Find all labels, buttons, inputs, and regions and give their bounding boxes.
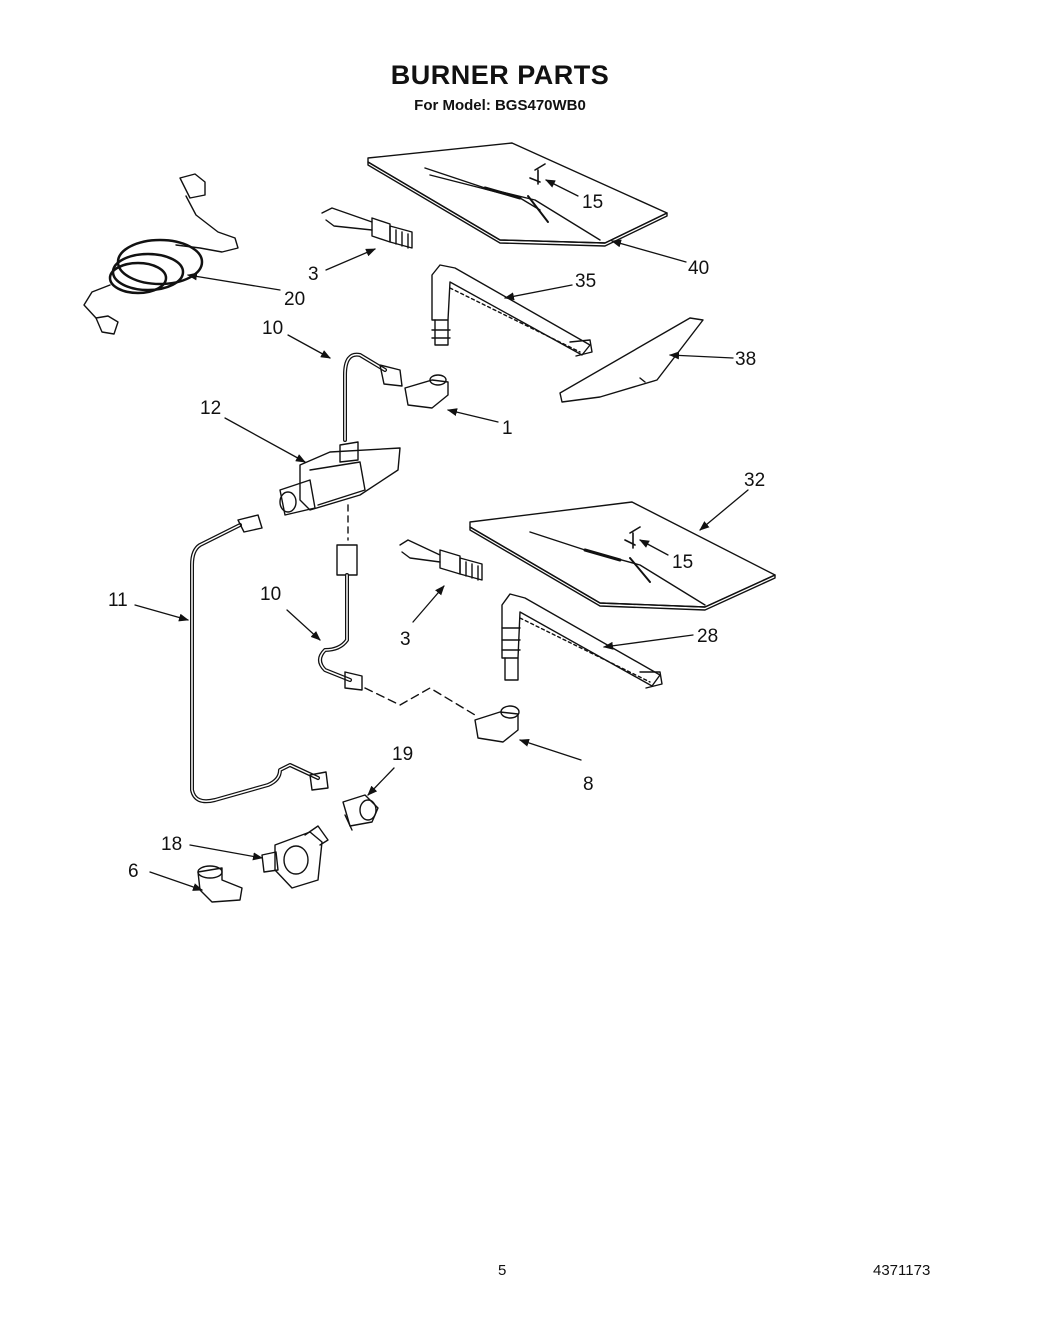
callout-6: 6	[128, 861, 139, 882]
page-number: 5	[498, 1262, 507, 1279]
pilot-tubing	[190, 514, 329, 804]
lower-gas-tubing	[318, 544, 363, 691]
callout-40: 40	[688, 258, 709, 279]
callout-12: 12	[200, 398, 221, 419]
power-cord	[83, 173, 239, 335]
model-subtitle: For Model: BGS470WB0	[414, 97, 586, 114]
callout-38: 38	[735, 349, 756, 370]
callout-leaders	[134, 179, 749, 891]
orifice-holder-upper	[404, 374, 449, 409]
upper-burner-tube	[431, 264, 593, 357]
callout-15-upper: 15	[582, 192, 603, 213]
igniter-lower	[399, 539, 483, 581]
callout-18: 18	[161, 834, 182, 855]
document-number: 4371173	[873, 1262, 931, 1279]
callout-35: 35	[575, 271, 596, 292]
bake-burner-shield	[469, 501, 776, 611]
orifice-holder-lower	[474, 705, 520, 743]
callout-1: 1	[502, 418, 513, 439]
broil-burner-shield	[367, 142, 668, 247]
callout-19: 19	[392, 744, 413, 765]
safety-valve	[279, 441, 401, 516]
pressure-regulator	[261, 825, 329, 889]
callout-10-lower: 10	[260, 584, 281, 605]
callout-3-lower: 3	[400, 629, 411, 650]
callout-10-upper: 10	[262, 318, 283, 339]
igniter-upper	[321, 207, 413, 249]
regulator-fitting	[342, 794, 379, 831]
callout-15-lower: 15	[672, 552, 693, 573]
callout-8: 8	[583, 774, 594, 795]
callout-3-upper: 3	[308, 264, 319, 285]
bake-burner-tube	[501, 593, 663, 689]
callout-20: 20	[284, 289, 305, 310]
elbow-fitting	[197, 865, 243, 903]
broil-baffle	[559, 317, 704, 403]
callout-11: 11	[108, 590, 128, 611]
wing-screw-upper	[529, 163, 546, 185]
callout-32: 32	[744, 470, 765, 491]
page-title: BURNER PARTS	[390, 60, 610, 90]
callout-28: 28	[697, 626, 718, 647]
wing-screw-lower	[624, 526, 641, 549]
upper-gas-tubing	[343, 352, 403, 442]
